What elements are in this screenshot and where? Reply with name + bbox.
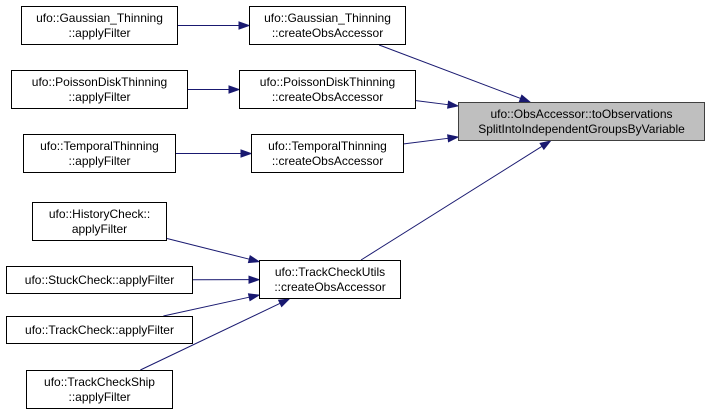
node-track-check-utils-create-obs-accessor[interactable]: ufo::TrackCheckUtils ::createObsAccessor [259,260,401,299]
edge-tcs_apply-to-tcu_create [140,302,281,371]
node-line: ufo::StuckCheck::applyFilter [24,272,175,287]
node-line: ::createObsAccessor [274,279,386,294]
arrowhead-pd_create-to-target [447,100,460,109]
node-line: ::createObsAccessor [271,89,384,104]
node-line: ufo::Gaussian_Thinning [36,10,163,25]
node-line: ufo::TemporalThinning [268,138,387,153]
node-line: ufo::TemporalThinning [40,138,159,153]
node-line: ::applyFilter [68,389,131,404]
node-line: ufo::TrackCheckUtils [274,264,386,279]
edge-tt_create-to-target [403,137,449,145]
node-line: ufo::Gaussian_Thinning [264,10,391,25]
node-gaussian-thinning-create-obs-accessor[interactable]: ufo::Gaussian_Thinning ::createObsAccess… [249,6,406,45]
node-line: ufo::TrackCheck::applyFilter [25,322,174,337]
node-line: ufo::PoissonDiskThinning [259,74,396,89]
arrowhead-tcs_apply-to-tcu_create [277,298,291,308]
node-obs-accessor-to-observations-split: ufo::ObsAccessor::toObservations SplitIn… [458,102,705,141]
node-poisson-disk-thinning-apply-filter[interactable]: ufo::PoissonDiskThinning ::applyFilter [11,70,188,109]
node-line: ufo::HistoryCheck:: [48,206,151,221]
node-line: SplitIntoIndependentGroupsByVariable [478,121,685,136]
node-track-check-apply-filter[interactable]: ufo::TrackCheck::applyFilter [6,316,193,344]
node-poisson-disk-thinning-create-obs-accessor[interactable]: ufo::PoissonDiskThinning ::createObsAcce… [239,70,416,109]
node-line: ::applyFilter [68,25,131,40]
arrowhead-sc_apply-to-tcu_create [248,275,261,284]
edge-pd_create-to-target [415,100,449,106]
arrowhead-tt_create-to-target [447,134,460,143]
arrowhead-tcu_create-to-target [539,140,552,151]
arrowhead-hc_apply-to-tcu_create [247,254,261,264]
arrowhead-gt_apply-to-gt_create [238,21,251,30]
node-line: ::createObsAccessor [271,153,384,168]
node-temporal-thinning-apply-filter[interactable]: ufo::TemporalThinning ::applyFilter [23,134,176,173]
edge-gt_create-to-target [378,44,521,99]
node-line: ufo::PoissonDiskThinning [31,74,168,89]
arrowhead-gt_create-to-target [518,94,532,103]
node-line: ::createObsAccessor [271,25,384,40]
node-line: ufo::ObsAccessor::toObservations [490,106,673,121]
edge-tcu_create-to-target [360,145,543,261]
node-temporal-thinning-create-obs-accessor[interactable]: ufo::TemporalThinning ::createObsAccesso… [251,134,404,173]
edge-hc_apply-to-tcu_create [166,237,250,260]
node-history-check-apply-filter[interactable]: ufo::HistoryCheck:: applyFilter [32,202,167,241]
edge-tc_apply-to-tcu_create [163,296,250,317]
node-line: ::applyFilter [68,153,131,168]
node-line: applyFilter [71,221,128,236]
node-line: ufo::TrackCheckShip [44,374,155,389]
node-line: ::applyFilter [68,89,131,104]
arrowhead-pd_apply-to-pd_create [228,85,241,94]
node-gaussian-thinning-apply-filter[interactable]: ufo::Gaussian_Thinning ::applyFilter [21,6,178,45]
arrowhead-tc_apply-to-tcu_create [247,293,261,302]
node-track-check-ship-apply-filter[interactable]: ufo::TrackCheckShip ::applyFilter [26,370,173,409]
arrowhead-tt_apply-to-tt_create [240,149,253,158]
node-stuck-check-apply-filter[interactable]: ufo::StuckCheck::applyFilter [6,266,193,294]
